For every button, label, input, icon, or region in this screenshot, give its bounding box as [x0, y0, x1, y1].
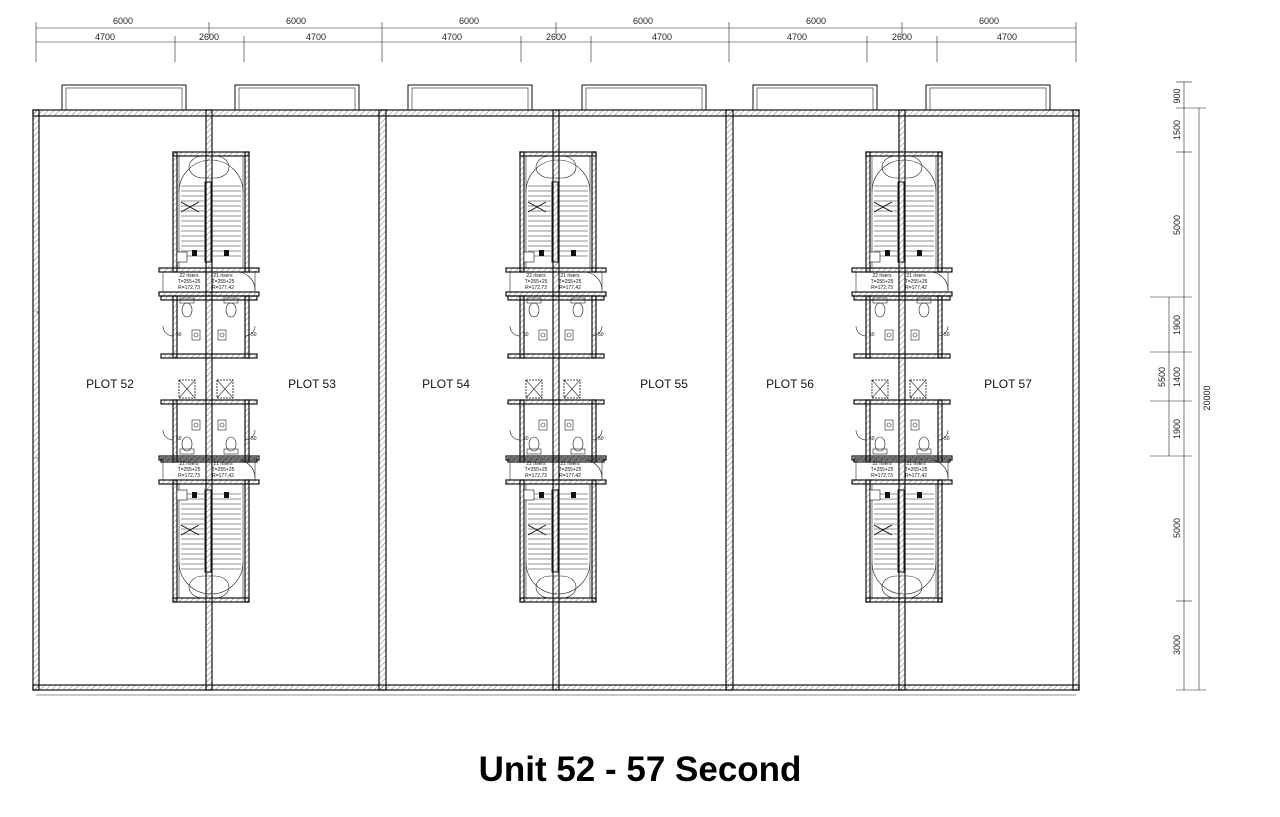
door-mark: 50 — [869, 332, 875, 338]
dimension-overall-4: 6000 — [806, 16, 826, 26]
door-mark: 50 — [869, 436, 875, 442]
drawing-title: Unit 52 - 57 Second — [478, 750, 802, 789]
door-mark: 50 — [523, 436, 529, 442]
top-dimension-lines — [35, 22, 1077, 62]
plot-label-54: PLOT 54 — [422, 377, 470, 391]
dimension-vertical-0: 900 — [1172, 88, 1182, 103]
dimension-sub-7: 2600 — [892, 32, 912, 42]
lower-stair-0-note-4: T=255+25 — [212, 467, 235, 473]
door-mark: 50 — [176, 332, 182, 338]
door-mark: 50 — [176, 436, 182, 442]
lower-stair-0-note-3: 21 risers — [213, 461, 233, 467]
upper-stair-2-note-2: R=172,73 — [871, 285, 893, 291]
lower-stair-2-note-0: 22 risers — [872, 461, 892, 467]
dimension-vertical-7: 3000 — [1172, 635, 1182, 655]
dimension-sub-0: 4700 — [95, 32, 115, 42]
dimension-vertical-6: 5000 — [1172, 518, 1182, 538]
upper-stair-0-note-1: T=255+25 — [178, 279, 201, 285]
top-sub-dimensions: 4700 2600 4700 4700 2600 4700 4700 2600 4700 — [95, 32, 1017, 42]
dimension-sub-8: 4700 — [997, 32, 1017, 42]
upper-stair-2-note-3: 21 risers — [906, 273, 926, 279]
upper-stair-0-note-4: T=255+25 — [212, 279, 235, 285]
door-mark: 50 — [251, 332, 257, 338]
dimension-sub-1: 2600 — [199, 32, 219, 42]
lower-stair-1-note-0: 22 risers — [526, 461, 546, 467]
plot-label-57: PLOT 57 — [984, 377, 1032, 391]
upper-stair-2-note-0: 22 risers — [872, 273, 892, 279]
upper-stair-2-note-1: T=255+25 — [871, 279, 894, 285]
lower-stair-2-note-5: R=177,42 — [905, 473, 927, 479]
dimension-middle-total: 5500 — [1157, 367, 1167, 387]
dimension-vertical-1: 1500 — [1172, 120, 1182, 140]
door-mark: 50 — [523, 332, 529, 338]
dimension-overall-0: 6000 — [113, 16, 133, 26]
dimension-vertical-4: 1400 — [1172, 367, 1182, 387]
upper-stair-1-note-1: T=255+25 — [525, 279, 548, 285]
lower-stair-0-note-2: R=172,73 — [178, 473, 200, 479]
upper-stair-0-note-0: 22 risers — [179, 273, 199, 279]
dimension-vertical-2: 5000 — [1172, 215, 1182, 235]
dimension-sub-6: 4700 — [787, 32, 807, 42]
upper-stair-1-note-3: 21 risers — [560, 273, 580, 279]
right-dimension-lines — [1150, 81, 1206, 691]
upper-stair-1-note-2: R=172,73 — [525, 285, 547, 291]
right-dimensions: 900 1500 5000 1900 1400 1900 5000 3000 5500 20000 — [1157, 88, 1212, 655]
door-mark: 50 — [251, 436, 257, 442]
upper-stair-1-note-0: 22 risers — [526, 273, 546, 279]
lower-stair-2-note-3: 21 risers — [906, 461, 926, 467]
dimension-sub-4: 2600 — [546, 32, 566, 42]
door-mark: 50 — [944, 436, 950, 442]
top-overall-dimensions: 6000 6000 6000 6000 6000 6000 — [113, 16, 999, 26]
door-mark: 50 — [598, 332, 604, 338]
plot-label-55: PLOT 55 — [640, 377, 688, 391]
lower-stair-1-note-4: T=255+25 — [559, 467, 582, 473]
dimension-overall-height: 20000 — [1202, 385, 1212, 410]
upper-stair-2-note-4: T=255+25 — [905, 279, 928, 285]
door-mark: 50 — [598, 436, 604, 442]
upper-stair-0-note-2: R=172,73 — [178, 285, 200, 291]
plot-label-53: PLOT 53 — [288, 377, 336, 391]
upper-stair-1-note-5: R=177,42 — [559, 285, 581, 291]
lower-stair-0-note-1: T=255+25 — [178, 467, 201, 473]
lower-stair-1-note-5: R=177,42 — [559, 473, 581, 479]
lower-stair-0-note-5: R=177,42 — [212, 473, 234, 479]
upper-stair-2-note-5: R=177,42 — [905, 285, 927, 291]
plot-labels: PLOT 52 PLOT 53 PLOT 54 PLOT 55 PLOT 56 … — [86, 377, 1032, 391]
dimension-sub-5: 4700 — [652, 32, 672, 42]
dimension-overall-2: 6000 — [459, 16, 479, 26]
upper-stair-1-note-4: T=255+25 — [559, 279, 582, 285]
upper-stair-0-note-3: 21 risers — [213, 273, 233, 279]
lower-stair-2-note-2: R=172,73 — [871, 473, 893, 479]
lower-stair-1-note-3: 21 risers — [560, 461, 580, 467]
lower-stair-1-note-1: T=255+25 — [525, 467, 548, 473]
dimension-vertical-3: 1900 — [1172, 315, 1182, 335]
lower-stair-2-note-1: T=255+25 — [871, 467, 894, 473]
upper-stair-0-note-5: R=177,42 — [212, 285, 234, 291]
plot-label-52: PLOT 52 — [86, 377, 134, 391]
dimension-overall-1: 6000 — [286, 16, 306, 26]
lower-stair-0-note-0: 22 risers — [179, 461, 199, 467]
balcony-outlines — [61, 84, 1051, 111]
dimension-vertical-5: 1900 — [1172, 419, 1182, 439]
dimension-sub-2: 4700 — [306, 32, 326, 42]
lower-stair-2-note-4: T=255+25 — [905, 467, 928, 473]
lower-stair-1-note-2: R=172,73 — [525, 473, 547, 479]
dimension-overall-3: 6000 — [633, 16, 653, 26]
dimension-overall-5: 6000 — [979, 16, 999, 26]
door-mark: 50 — [944, 332, 950, 338]
plot-label-56: PLOT 56 — [766, 377, 814, 391]
dimension-sub-3: 4700 — [442, 32, 462, 42]
